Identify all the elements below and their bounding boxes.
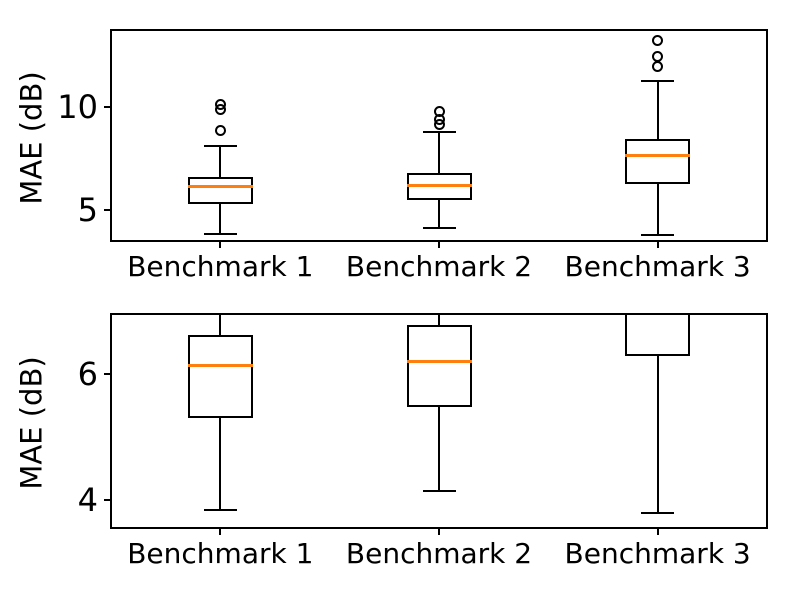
whisker-upper — [219, 146, 222, 177]
y-tickmark — [104, 106, 111, 109]
whisker-lower — [438, 200, 440, 228]
whisker-upper — [219, 314, 222, 335]
outlier-point — [214, 125, 226, 137]
y-tickmark — [104, 372, 111, 375]
whisker-lower — [219, 418, 222, 510]
x-tickmark — [438, 241, 440, 248]
y-tickmark — [104, 499, 111, 502]
whisker-lower — [656, 183, 659, 235]
x-tick-label: Benchmark 1 — [127, 537, 314, 570]
x-tick-label: Benchmark 2 — [345, 537, 533, 570]
outlier-point — [652, 51, 664, 63]
boxplot-benchmark-3 — [111, 314, 767, 528]
y-axis-label-bottom: MAE (dB) — [14, 356, 49, 490]
x-tick-label: Benchmark 2 — [345, 250, 533, 283]
y-tick-label: 10 — [57, 88, 98, 127]
y-tick-label: 4 — [77, 481, 98, 520]
x-tickmark — [438, 528, 440, 535]
x-tickmark — [656, 241, 659, 248]
box-rect — [406, 324, 472, 407]
y-tickmark — [104, 209, 111, 212]
x-tick-label: Benchmark 3 — [564, 537, 751, 570]
x-tickmark — [656, 528, 659, 535]
box-rect — [625, 314, 691, 357]
box-rect — [187, 176, 253, 204]
whisker-lower — [219, 203, 222, 234]
outlier-point — [433, 105, 445, 117]
whisker-lower — [438, 406, 440, 491]
whisker-upper — [438, 314, 440, 325]
boxplot-benchmark-2 — [111, 30, 767, 241]
x-tickmark — [219, 241, 222, 248]
whisker-cap-upper — [203, 145, 237, 148]
whisker-cap-lower — [641, 511, 675, 514]
whisker-cap-upper — [422, 131, 456, 134]
whisker-cap-lower — [422, 489, 456, 492]
y-axis-label-top: MAE (dB) — [14, 70, 49, 205]
plot-area-top — [111, 30, 767, 241]
median-line — [187, 364, 253, 368]
y-tick-label: 6 — [77, 354, 98, 393]
outlier-point — [652, 60, 664, 72]
median-line — [625, 154, 691, 158]
x-tickmark — [219, 528, 222, 535]
boxplot-benchmark-1 — [111, 30, 767, 241]
whisker-cap-lower — [203, 508, 237, 511]
boxplot-benchmark-3 — [111, 30, 767, 241]
median-line — [406, 183, 472, 187]
whisker-cap-upper — [641, 80, 675, 83]
boxplot-benchmark-1 — [111, 314, 767, 528]
whisker-upper — [438, 132, 440, 174]
median-line — [187, 185, 253, 189]
box-rect — [187, 334, 253, 419]
median-line — [406, 359, 472, 363]
outlier-point — [652, 34, 664, 46]
whisker-cap-lower — [422, 226, 456, 229]
x-tick-label: Benchmark 3 — [564, 250, 751, 283]
boxplot-benchmark-2 — [111, 314, 767, 528]
x-tick-label: Benchmark 1 — [127, 250, 314, 283]
whisker-upper — [656, 81, 659, 140]
whisker-cap-lower — [203, 232, 237, 235]
whisker-cap-lower — [641, 233, 675, 236]
whisker-lower — [656, 356, 659, 513]
plot-area-bottom — [111, 314, 767, 528]
box-rect — [625, 139, 691, 184]
y-tick-label: 5 — [77, 191, 98, 230]
outlier-point — [214, 98, 226, 110]
